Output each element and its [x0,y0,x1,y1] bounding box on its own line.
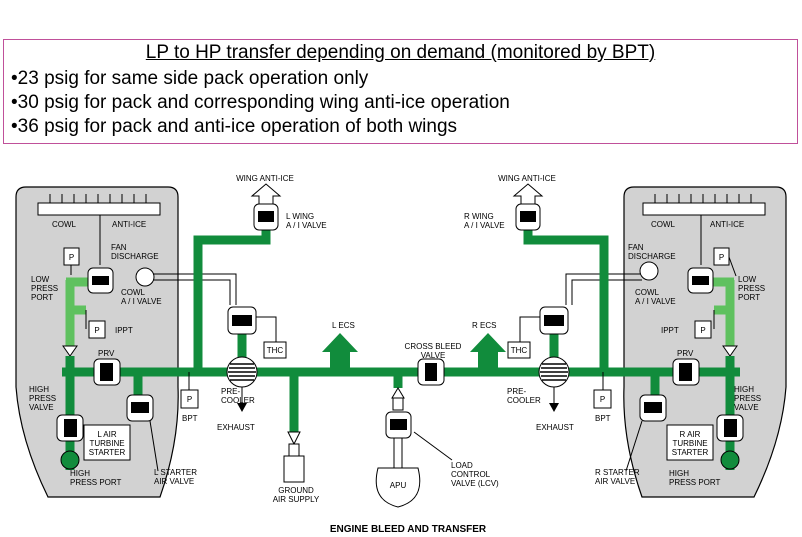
pressure-sensor-label: P [94,326,99,335]
label-anti-ice: ANTI-ICE [710,220,744,229]
label-low-press-port: LOW [738,275,757,284]
label-apu: APU [390,481,407,490]
label-lcv: LOAD [451,461,473,470]
label-high-press-valve: PRESS [29,394,56,403]
label-turbine-starter: L AIR [97,430,116,439]
label-ecs: R ECS [472,321,496,330]
info-box: LP to HP transfer depending on demand (m… [3,39,798,144]
label-wing-valve: A / I VALVE [464,221,505,230]
label-fan-discharge: FAN [628,243,644,252]
label-starter-valve: L STARTER [154,468,197,477]
label-wing-valve: R WING [464,212,494,221]
label-thc: THC [267,346,284,355]
label-prv: PRV [98,349,115,358]
pressure-sensor-label: P [187,395,192,404]
label-high-press-valve: VALVE [734,403,759,412]
fan-discharge-valve [687,267,714,294]
label-ippt: IPPT [115,326,133,335]
label-fan-discharge: DISCHARGE [111,252,159,261]
left-system: COWL ANTI-ICE FAN DISCHARGE LOW PRESS PO… [15,174,604,498]
label-ippt: IPPT [661,326,679,335]
label-fan-discharge: DISCHARGE [628,252,676,261]
pressure-sensor-label: P [69,253,74,262]
label-low-press-port: PRESS [738,284,765,293]
label-high-press-port: PRESS PORT [669,478,721,487]
label-low-press-port: PORT [738,293,760,302]
label-bpt: BPT [182,414,198,423]
prv-valve [93,358,121,386]
label-cowl-valve: A / I VALVE [121,297,162,306]
label-high-press-valve: HIGH [29,385,49,394]
label-cowl-valve: COWL [121,288,146,297]
cross-bleed-valve [417,358,445,386]
precooler-valve [539,306,569,335]
starter-air-valve [639,394,667,422]
label-high-press-port: HIGH [669,469,689,478]
label-anti-ice: ANTI-ICE [112,220,146,229]
pressure-sensor-label: P [719,253,724,262]
label-cowl-valve: COWL [635,288,660,297]
label-turbine-starter: STARTER [89,448,126,457]
label-high-press-valve: VALVE [29,403,54,412]
label-turbine-starter: STARTER [672,448,709,457]
label-precooler: PRE- [221,387,240,396]
high-press-valve [56,414,84,442]
label-starter-valve: AIR VALVE [595,477,635,486]
info-line: •23 psig for same side pack operation on… [11,68,369,89]
label-starter-valve: R STARTER [595,468,640,477]
label-cross-bleed: CROSS BLEED [405,342,462,351]
label-wing-anti-ice: WING ANTI-ICE [498,174,556,183]
label-prv: PRV [677,349,694,358]
diagram-caption: ENGINE BLEED AND TRANSFER [330,524,487,535]
label-high-press-port: HIGH [70,469,90,478]
center-system: GROUND AIR SUPPLY CROSS BLEED VALVE APU … [273,342,499,508]
label-turbine-starter: TURBINE [89,439,124,448]
label-high-press-port: PRESS PORT [70,478,122,487]
label-low-press-port: PORT [31,293,53,302]
precooler-valve [227,306,257,335]
label-turbine-starter: TURBINE [672,439,707,448]
label-exhaust: EXHAUST [217,423,255,432]
label-ecs: L ECS [332,321,355,330]
label-wing-valve: L WING [286,212,314,221]
pressure-sensor-label: P [700,326,705,335]
pressure-sensor-label: P [600,395,605,404]
label-turbine-starter: R AIR [680,430,701,439]
label-cross-bleed: VALVE [421,351,446,360]
label-wing-anti-ice: WING ANTI-ICE [236,174,294,183]
label-ground-air: AIR SUPPLY [273,495,320,504]
high-press-valve [716,414,744,442]
info-line: •30 psig for pack and corresponding wing… [11,92,510,113]
starter-air-valve [126,394,154,422]
label-precooler: COOLER [221,396,255,405]
label-lcv: VALVE (LCV) [451,479,499,488]
label-exhaust: EXHAUST [536,423,574,432]
label-precooler: PRE- [507,387,526,396]
label-high-press-valve: PRESS [734,394,761,403]
label-high-press-valve: HIGH [734,385,754,394]
label-precooler: COOLER [507,396,541,405]
label-thc: THC [511,346,528,355]
label-low-press-port: LOW [31,275,50,284]
label-starter-valve: AIR VALVE [154,477,194,486]
label-cowl: COWL [52,220,77,229]
right-system: COWL ANTI-ICE FAN DISCHARGE LOW PRESS PO… [464,174,787,498]
label-bpt: BPT [595,414,611,423]
label-cowl-valve: A / I VALVE [635,297,676,306]
label-ground-air: GROUND [278,486,314,495]
label-fan-discharge: FAN [111,243,127,252]
label-low-press-port: PRESS [31,284,58,293]
info-title: LP to HP transfer depending on demand (m… [145,42,656,63]
prv-valve [672,358,700,386]
label-lcv: CONTROL [451,470,491,479]
fan-discharge-valve [87,267,114,294]
info-line: •36 psig for pack and anti-ice operation… [11,116,458,137]
label-wing-valve: A / I VALVE [286,221,327,230]
label-cowl: COWL [651,220,676,229]
load-control-valve [385,411,412,439]
